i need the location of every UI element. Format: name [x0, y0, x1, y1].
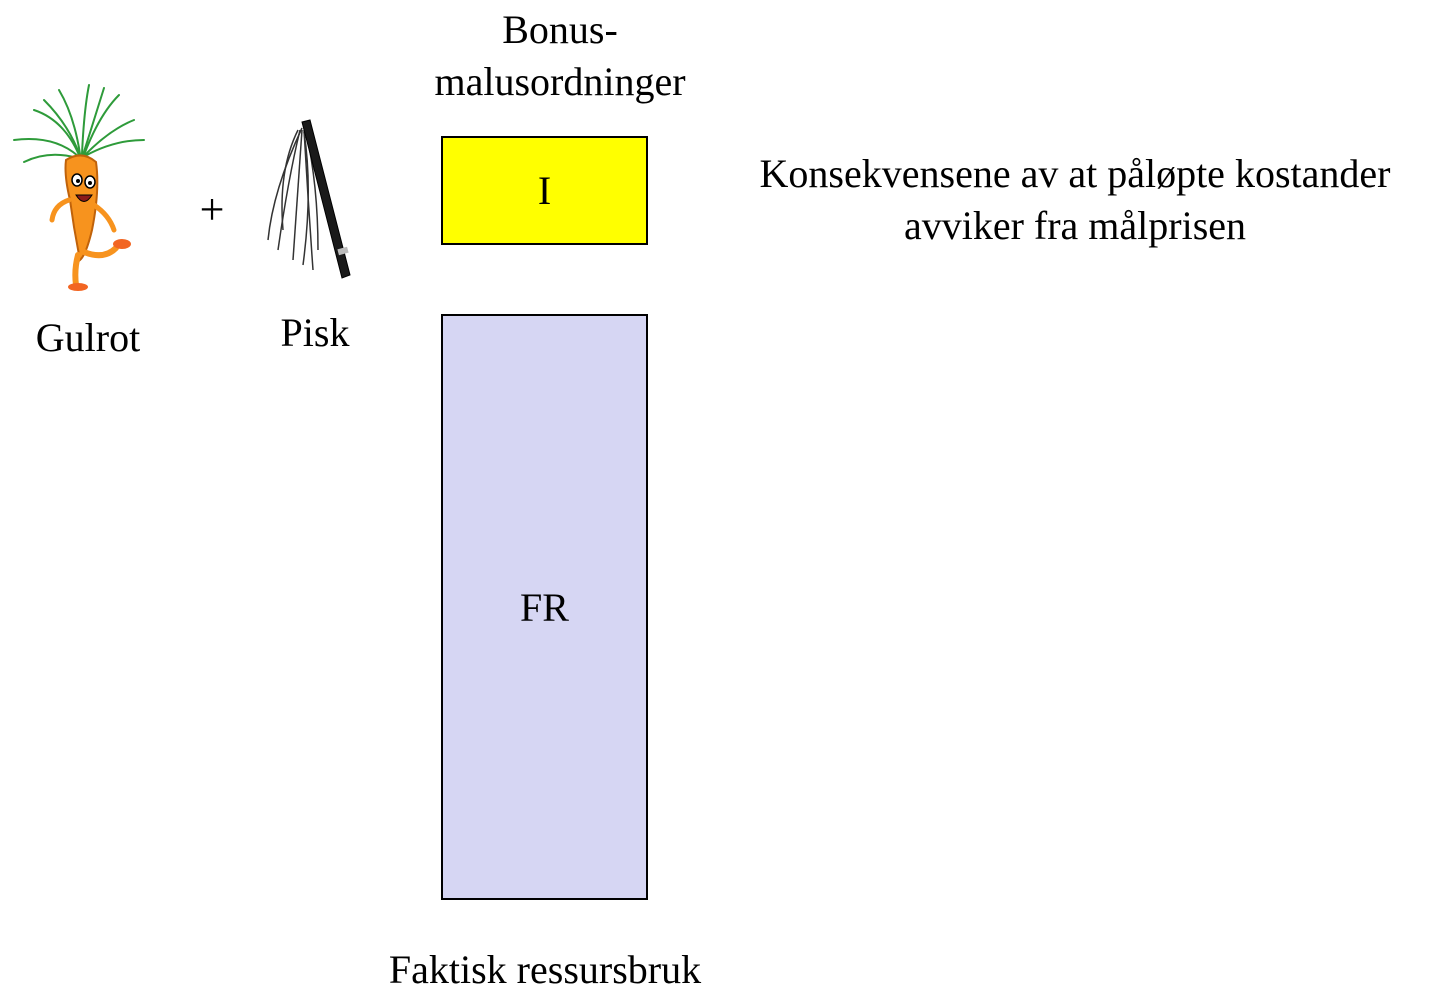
incentive-box: I	[441, 136, 648, 245]
whip-label: Pisk	[280, 310, 350, 355]
bonus-title-line1: Bonus-	[502, 7, 618, 52]
actual-resource-use-label: Faktisk ressursbruk	[388, 947, 702, 992]
resource-box-label: FR	[520, 584, 569, 630]
bonus-malus-title: Bonus- malusordninger	[380, 4, 740, 108]
incentive-box-label: I	[537, 168, 552, 213]
consequence-text: Konsekvensene av at påløpte kostander av…	[715, 148, 1435, 252]
carrot-label: Gulrot	[35, 315, 141, 360]
whip-icon	[267, 119, 351, 279]
resource-box: FR	[441, 314, 648, 900]
consequence-line2: avviker fra målprisen	[903, 203, 1247, 248]
plus-sign: +	[199, 185, 225, 234]
consequence-line1: Konsekvensene av at påløpte kostander	[759, 151, 1391, 196]
bonus-title-line2: malusordninger	[434, 59, 686, 104]
carrot-icon	[13, 84, 145, 291]
